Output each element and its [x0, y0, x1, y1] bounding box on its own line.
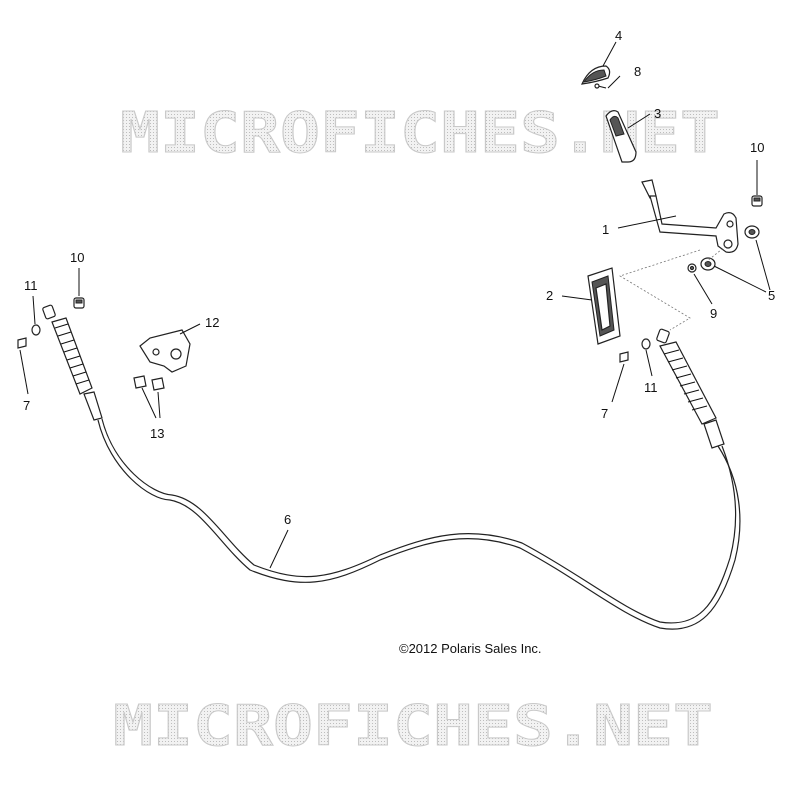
callout-8: 8: [634, 64, 641, 79]
callout-4: 4: [615, 28, 622, 43]
callout-2: 2: [546, 288, 553, 303]
callout-7-left: 7: [23, 398, 30, 413]
part-clip-right: [641, 338, 651, 350]
callout-9: 9: [710, 306, 717, 321]
part-nut-right: [751, 195, 763, 207]
part-cap: [581, 65, 611, 85]
callout-12: 12: [205, 315, 219, 330]
part-lever-arm: [641, 179, 739, 253]
part-washer-small: [687, 263, 697, 273]
part-pin-left: [17, 337, 27, 349]
part-clip-left: [31, 324, 41, 336]
callout-3: 3: [654, 106, 661, 121]
part-bolts: [133, 375, 165, 391]
part-cable: [42, 304, 741, 630]
callout-7-right: 7: [601, 406, 608, 421]
callout-13: 13: [150, 426, 164, 441]
callout-6: 6: [284, 512, 291, 527]
part-washer-upper: [744, 225, 760, 239]
callout-10-left: 10: [70, 250, 84, 265]
callout-11-left: 11: [24, 278, 38, 293]
watermark-bottom: MICROFICHES.NET: [113, 694, 713, 759]
part-pin-right: [619, 351, 629, 363]
callout-5: 5: [768, 288, 775, 303]
part-screw: [594, 83, 607, 89]
callout-1: 1: [602, 222, 609, 237]
part-bracket: [139, 329, 191, 373]
copyright-text: ©2012 Polaris Sales Inc.: [399, 641, 542, 656]
part-washer-lower: [700, 257, 716, 271]
part-shift-knob: [605, 110, 637, 163]
callout-11-right: 11: [644, 380, 658, 395]
part-pedal-pad: [587, 267, 621, 345]
callout-10-right: 10: [750, 140, 764, 155]
part-nut-left: [73, 297, 85, 309]
